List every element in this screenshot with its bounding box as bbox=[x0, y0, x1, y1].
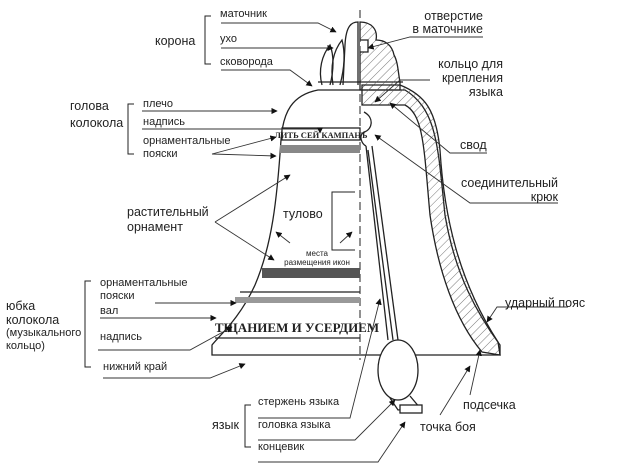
label-skirt-3: (музыкального bbox=[6, 327, 82, 339]
label-hook-1: соединительный bbox=[461, 176, 558, 190]
label-skirt-belts-1: орнаментальные bbox=[100, 277, 188, 289]
label-head-belts-2: пояски bbox=[143, 148, 178, 160]
label-head-2: колокола bbox=[70, 116, 124, 130]
label-ring-2: крепления bbox=[441, 71, 503, 85]
label-skirt-belts-2: пояски bbox=[100, 290, 135, 302]
label-ear: ухо bbox=[220, 33, 237, 45]
leader-lines bbox=[98, 22, 568, 463]
label-tongue-rod: стержень языка bbox=[258, 396, 340, 408]
label-tongue-head: головка языка bbox=[258, 419, 331, 431]
label-hole-1: отверстие bbox=[424, 9, 483, 23]
label-tongue-end: концевик bbox=[258, 441, 305, 453]
brackets bbox=[84, 15, 251, 448]
label-ring-3: языка bbox=[468, 85, 503, 99]
label-undercut: подсечка bbox=[463, 398, 516, 412]
label-head-belts-1: орнаментальные bbox=[143, 135, 231, 147]
label-bottom-edge: нижний край bbox=[103, 361, 168, 373]
tongue-drawing bbox=[360, 111, 423, 414]
label-head-inscription: надпись bbox=[143, 116, 185, 128]
label-skirt-2: колокола bbox=[6, 313, 60, 327]
upper-inscription: ЛИТЬ СЕЙ КАМПАНЪ bbox=[274, 130, 368, 140]
label-body: тулово bbox=[283, 207, 323, 221]
label-skirt-1: юбка bbox=[6, 299, 36, 313]
label-strike-belt: ударный пояс bbox=[505, 296, 586, 310]
label-shoulder: плечо bbox=[143, 98, 173, 110]
label-val: вал bbox=[100, 305, 119, 317]
label-tongue: язык bbox=[212, 418, 239, 432]
label-vault: свод bbox=[460, 138, 487, 152]
label-hook-2: крюк bbox=[530, 190, 558, 204]
label-ring-1: кольцо для bbox=[438, 57, 503, 71]
label-ornament-1: растительный bbox=[127, 205, 209, 219]
label-icons-2: размещения икон bbox=[284, 258, 350, 267]
label-strike-point: точка боя bbox=[420, 420, 476, 434]
crown-section bbox=[359, 21, 401, 91]
label-ornament-2: орнамент bbox=[127, 220, 183, 234]
label-matochnik: маточник bbox=[220, 8, 267, 20]
label-skovoroda: сковорода bbox=[220, 56, 273, 68]
label-skirt-inscription: надпись bbox=[100, 331, 142, 343]
label-skirt-4: кольцо) bbox=[6, 340, 45, 352]
label-crown: корона bbox=[155, 34, 196, 48]
bell-wall-section bbox=[361, 84, 501, 356]
lower-inscription: ТЩАНИЕМ И УСЕРДИЕМ bbox=[215, 320, 379, 335]
label-head-1: голова bbox=[70, 99, 109, 113]
label-hole-2: в маточнике bbox=[412, 22, 483, 36]
label-icons-1: места bbox=[306, 249, 328, 258]
